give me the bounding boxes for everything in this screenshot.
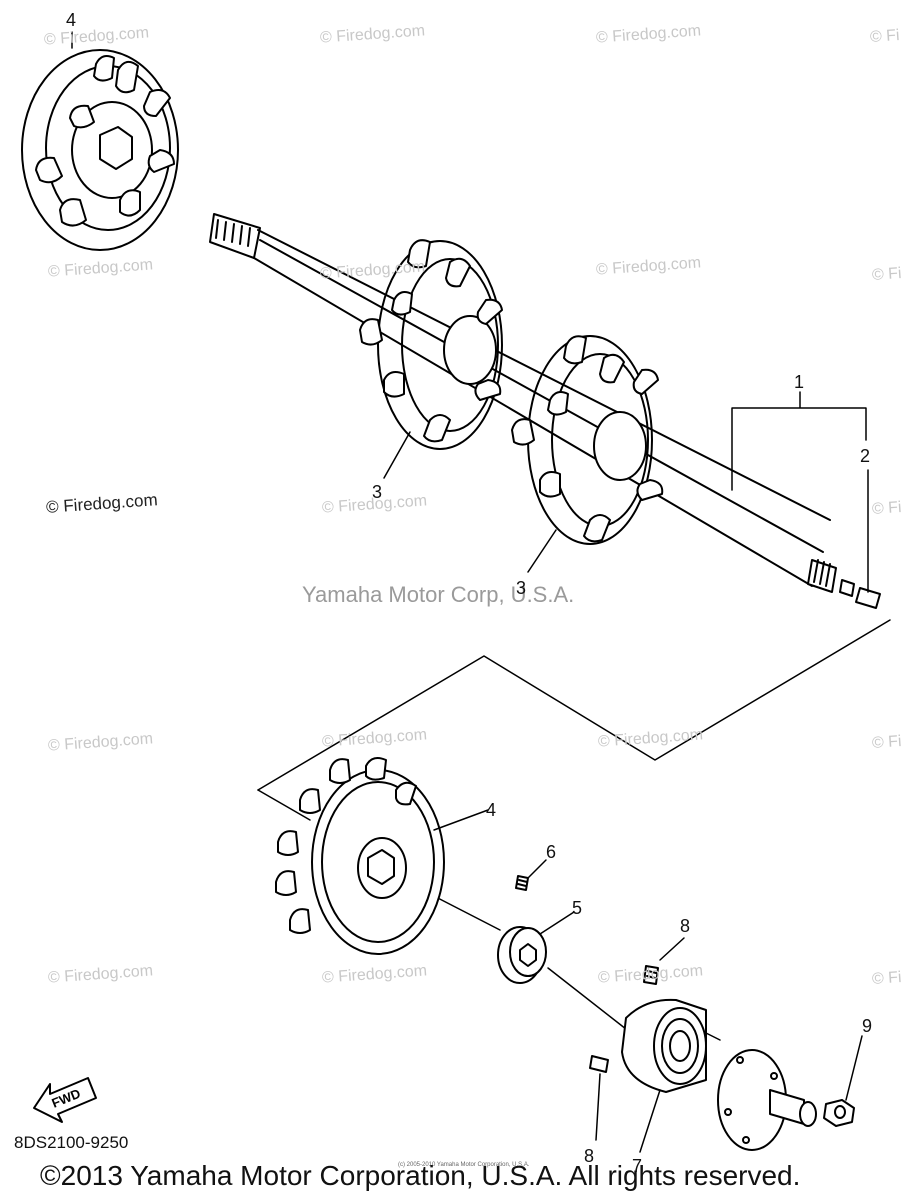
tiny-credit: (c) 2005-2010 Yamaha Motor Corporation, … (398, 1162, 530, 1168)
callout-4-top: 4 (66, 10, 77, 30)
callout-1: 1 (794, 372, 805, 392)
callout-8-bottom: 8 (584, 1146, 595, 1166)
lock-nut (823, 1099, 855, 1127)
watermark: © Fi (871, 264, 903, 285)
collar (497, 926, 547, 984)
set-screw-top (515, 875, 529, 891)
brand-mark: Yamaha Motor Corp, U.S.A. (302, 582, 575, 607)
set-screws (589, 965, 659, 1073)
callout-6: 6 (546, 842, 557, 862)
sprocket-right (511, 335, 664, 545)
callout-3-left: 3 (372, 482, 383, 502)
axle-hub (717, 1049, 817, 1151)
copyright: ©2013 Yamaha Motor Corporation, U.S.A. A… (40, 1160, 801, 1191)
callout-5: 5 (572, 898, 583, 918)
watermark: © Fi (871, 732, 903, 753)
callout-8-top: 8 (680, 916, 691, 936)
callout-9: 9 (862, 1016, 873, 1036)
callout-4: 4 (486, 800, 497, 820)
callout-7: 7 (632, 1156, 643, 1176)
part-code: 8DS2100-9250 (14, 1133, 129, 1152)
watermark: © Fi (869, 26, 901, 47)
watermark: © Fi (871, 968, 903, 989)
sprocket-left (359, 239, 503, 450)
fwd-arrow-icon (33, 1077, 97, 1123)
sprocket-wheel-top (21, 49, 179, 251)
drive-shaft (209, 213, 881, 609)
watermark: © Fi (871, 498, 903, 519)
leader-lines (71, 31, 869, 1153)
sprocket-wheel-bottom (275, 757, 445, 955)
bearing-housing (621, 998, 707, 1093)
callout-3-right: 3 (516, 578, 527, 598)
callout-2: 2 (860, 446, 871, 466)
